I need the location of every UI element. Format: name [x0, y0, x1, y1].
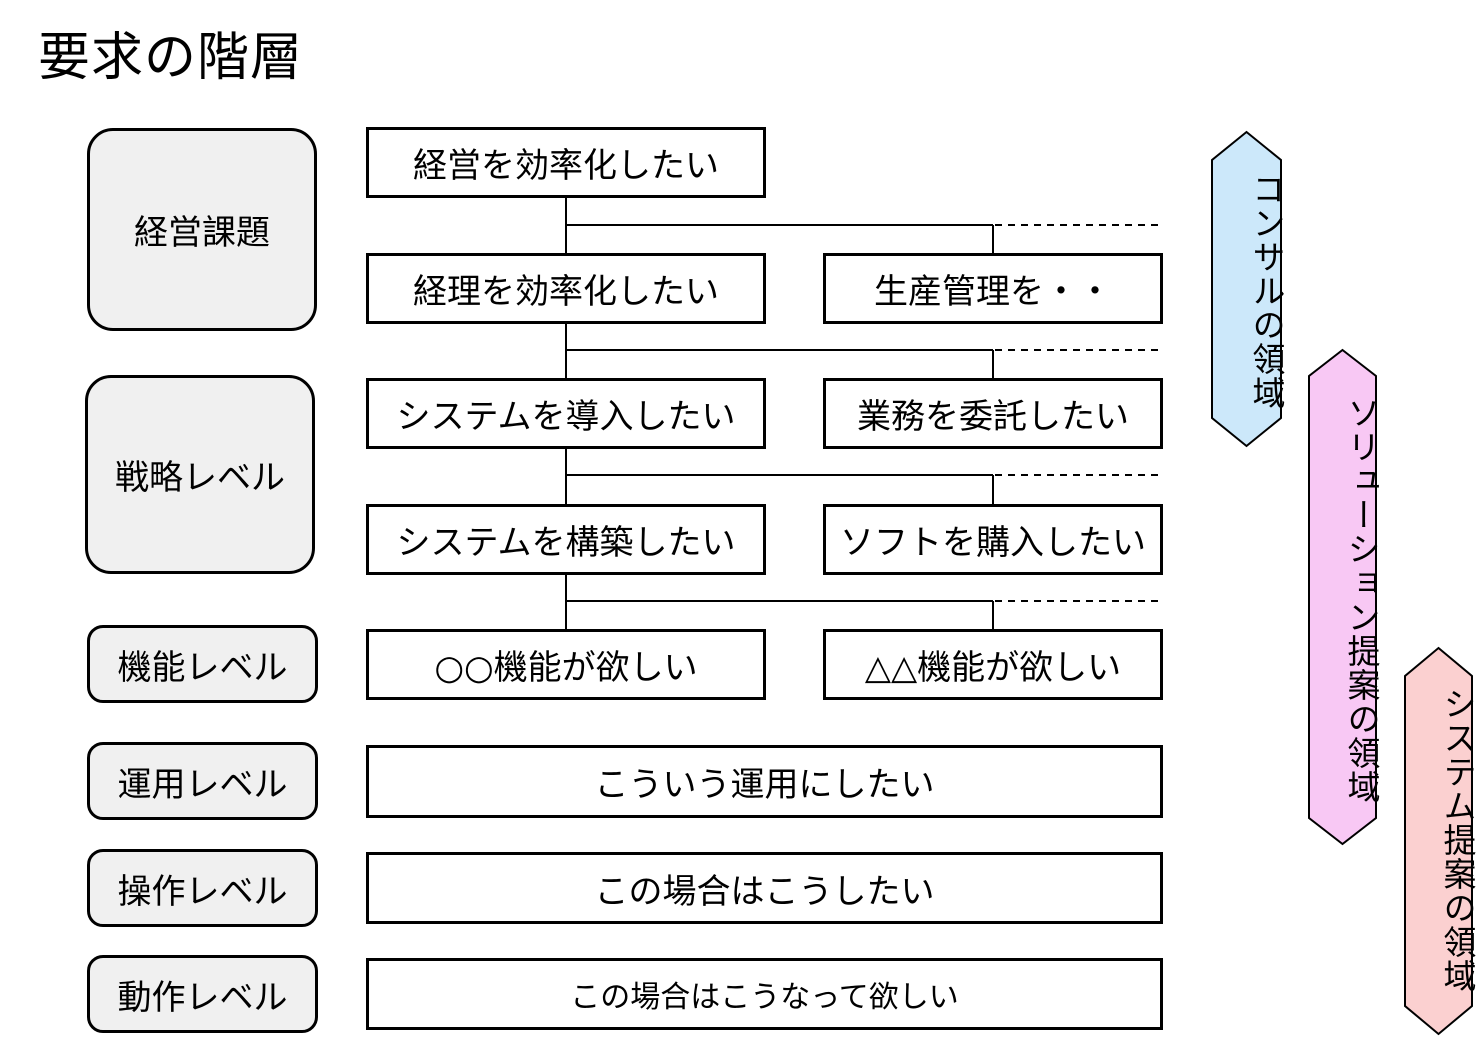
- level-behavior: 動作レベル: [87, 955, 318, 1033]
- zone-consulting-shape: [1211, 130, 1282, 448]
- zone-solution-shape: [1308, 348, 1377, 846]
- level-operation: 運用レベル: [87, 742, 318, 820]
- level-function: 機能レベル: [87, 625, 318, 703]
- level-manipulation: 操作レベル: [87, 849, 318, 927]
- node-mgmt-efficiency: 経営を効率化したい: [366, 127, 766, 198]
- node-buy-software: ソフトを購入したい: [823, 504, 1163, 575]
- zone-consulting-label: コンサルの領域: [1247, 171, 1286, 410]
- node-manipulation-want: この場合はこうしたい: [366, 852, 1163, 924]
- node-circle-function: ○○機能が欲しい: [366, 629, 766, 700]
- zone-solution: ソリューション提案の領域: [1307, 348, 1381, 846]
- zone-system-shape: [1404, 646, 1473, 1036]
- node-build-system: システムを構築したい: [366, 504, 766, 575]
- page-title: 要求の階層: [38, 28, 304, 88]
- zone-system: システム提案の領域: [1403, 646, 1476, 1036]
- node-behavior-want: この場合はこうなって欲しい: [366, 958, 1163, 1030]
- node-production-mgmt: 生産管理を・・: [823, 253, 1163, 324]
- node-operation-want: こういう運用にしたい: [366, 745, 1163, 818]
- zone-solution-label: ソリューション提案の領域: [1342, 396, 1381, 804]
- zone-consulting: コンサルの領域: [1210, 130, 1286, 448]
- node-accounting-efficiency: 経理を効率化したい: [366, 253, 766, 324]
- zone-system-label: システム提案の領域: [1438, 687, 1476, 993]
- node-outsource-work: 業務を委託したい: [823, 378, 1163, 449]
- level-management: 経営課題: [87, 128, 317, 331]
- node-introduce-system: システムを導入したい: [366, 378, 766, 449]
- level-strategy: 戦略レベル: [85, 375, 315, 574]
- node-triangle-function: △△機能が欲しい: [823, 629, 1163, 700]
